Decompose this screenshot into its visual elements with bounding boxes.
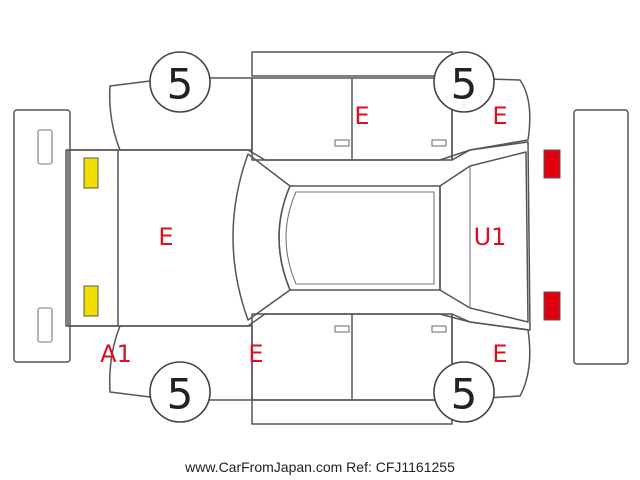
tire-front-left: 5	[149, 51, 211, 113]
upper-roof-rail	[251, 51, 453, 77]
tire-rear-right-rating: 5	[451, 370, 478, 419]
code-hood: E	[158, 223, 173, 251]
rear-lamp-bottom	[543, 291, 561, 321]
front-lamp-bottom	[83, 285, 99, 317]
tire-rear-right: 5	[433, 361, 495, 423]
code-front-left-fender: A1	[100, 340, 132, 368]
lower-side-profile	[108, 325, 253, 401]
rear-lamp-top	[543, 149, 561, 179]
roof	[278, 185, 441, 291]
front-bumper-slot-bottom	[37, 307, 53, 343]
front-panel	[65, 149, 119, 327]
lower-rear-quarter	[451, 313, 531, 401]
code-rear-right-quarter: E	[492, 102, 507, 130]
roof-inner	[285, 191, 435, 285]
code-front-right-door: E	[248, 340, 263, 368]
tire-front-right-rating: 5	[167, 370, 194, 419]
code-rear-right-door: E	[492, 340, 507, 368]
upper-handle-rear	[431, 139, 447, 147]
upper-rear-quarter	[451, 77, 531, 161]
tire-rear-left: 5	[433, 51, 495, 113]
lower-handle-rear	[431, 325, 447, 333]
lower-roof-rail	[251, 399, 453, 425]
code-roof-top: E	[354, 102, 369, 130]
front-bumper	[13, 109, 71, 363]
tire-front-left-rating: 5	[167, 60, 194, 109]
rear-bumper	[573, 109, 629, 365]
code-back-door-glass: U1	[474, 223, 507, 251]
source-footer: www.CarFromJapan.com Ref: CFJ1161255	[184, 459, 455, 475]
front-lamp-top	[83, 157, 99, 189]
windshield	[232, 153, 291, 321]
upper-side-profile	[108, 77, 253, 151]
lower-handle-front	[334, 325, 350, 333]
front-bumper-slot-top	[37, 129, 53, 165]
tire-front-right: 5	[149, 361, 211, 423]
tire-rear-left-rating: 5	[451, 60, 478, 109]
upper-handle-front	[334, 139, 350, 147]
